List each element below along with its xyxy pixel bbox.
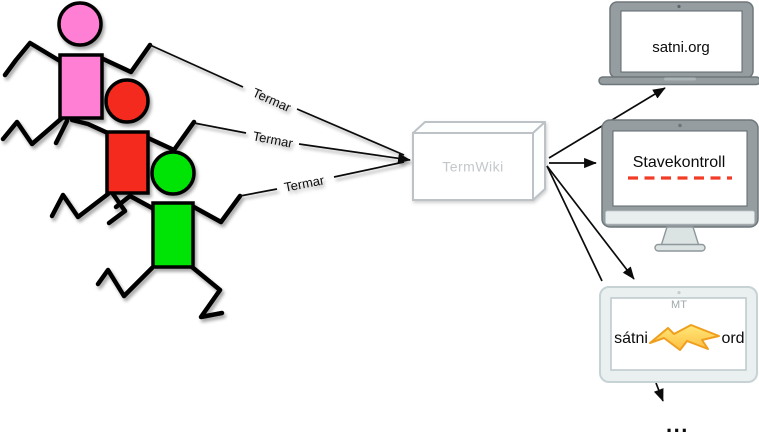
monitor-icon: Stavekontroll [601,119,759,252]
monitor-stand-neck [660,226,700,247]
termar-arrow-2: Termar [193,122,411,164]
pink-arm-left [2,40,63,78]
termar-line-1a [149,44,244,88]
contributors-group: Termar Termar Termar [0,1,411,320]
pink-figure-body [58,53,104,120]
green-figure-head [150,150,196,196]
laptop-icon: satni.org [598,1,759,86]
red-figure-body [105,130,150,195]
termar-line-2a [193,122,247,134]
termar-label-1: Termar [250,85,294,115]
laptop-screen-label: satni.org [652,39,710,56]
monitor-stand-base [654,243,706,252]
termar-line-3b [333,161,405,178]
laptop-hinge-notch [664,77,696,81]
arrow-to-more [653,382,664,402]
termar-line-2b [298,143,411,164]
termar-label-3: Termar [283,172,326,195]
termwiki-box-side [532,121,546,201]
arrow-to-tablet [546,165,635,280]
termar-line-1b [296,108,405,156]
stick-figure-pink [0,1,153,147]
green-leg-left [95,265,155,299]
red-figure-head [104,78,150,124]
stick-figure-red [49,78,197,226]
monitor-screen [612,130,748,207]
green-arm-right [189,193,243,225]
termar-label-2: Termar [252,128,295,151]
green-leg-right [189,264,225,320]
mt-label: MT [671,299,687,311]
monitor-screen-label: Stavekontroll [633,154,726,171]
laptop-screen [620,10,743,73]
monitor-camera-dot [678,123,682,128]
laptop-camera-dot [677,4,681,9]
tablet-word-left: sátni [614,330,648,347]
red-arm-left [69,117,113,137]
pink-leg-right [53,118,70,146]
tablet-camera-dot [677,291,681,295]
termar-line-3a [239,188,278,197]
arrow-to-tablet-left [546,165,603,282]
laptop-base [598,76,759,86]
red-leg-left [49,191,111,220]
termwiki-label: TermWiki [442,159,504,175]
termar-arrow-3: Termar [239,161,405,197]
red-leg-right [106,191,128,226]
tablet-icon: MT sátni ord [599,286,758,383]
tablet-word-right: ord [721,330,744,347]
lightning-bolt-icon [649,324,720,351]
monitor-chin [605,210,755,225]
termwiki-box: TermWiki [412,121,546,201]
red-arm-right [145,119,197,153]
green-figure-body [151,201,195,269]
pink-leg-left [0,115,65,147]
termwiki-box-front [412,132,534,201]
more-outputs-label: ... [666,412,689,437]
green-arm-left [113,193,157,212]
stick-figure-green [95,150,243,320]
pink-arm-right [98,42,153,75]
pink-figure-head [57,1,103,47]
termwiki-box-top [412,121,546,134]
